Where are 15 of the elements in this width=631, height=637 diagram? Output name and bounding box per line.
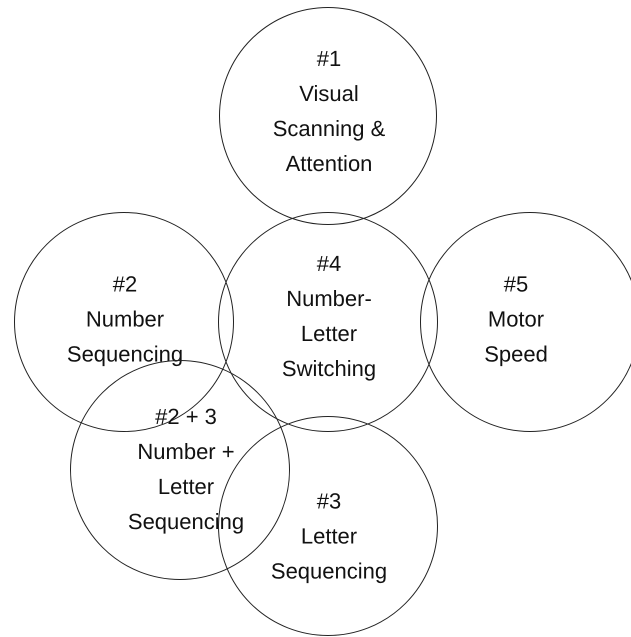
circle-number: #1 xyxy=(316,45,342,73)
circle-number: #3 xyxy=(316,488,342,516)
circle-number: #4 xyxy=(316,250,342,278)
circle xyxy=(14,212,234,432)
circle-number: #2 + 3 xyxy=(155,403,217,431)
circle xyxy=(420,212,631,432)
circle-label: Visual Scanning & Attention xyxy=(272,80,386,178)
circle-label: Number Sequencing xyxy=(66,306,184,368)
circle-label: Number-Letter Switching xyxy=(280,285,378,383)
circle-number: #2 xyxy=(112,270,138,298)
circle xyxy=(218,212,438,432)
circle-label: Letter Sequencing xyxy=(270,522,388,586)
circle-label: Motor Speed xyxy=(483,306,549,368)
circle xyxy=(219,7,437,225)
circle-number: #5 xyxy=(504,270,528,298)
